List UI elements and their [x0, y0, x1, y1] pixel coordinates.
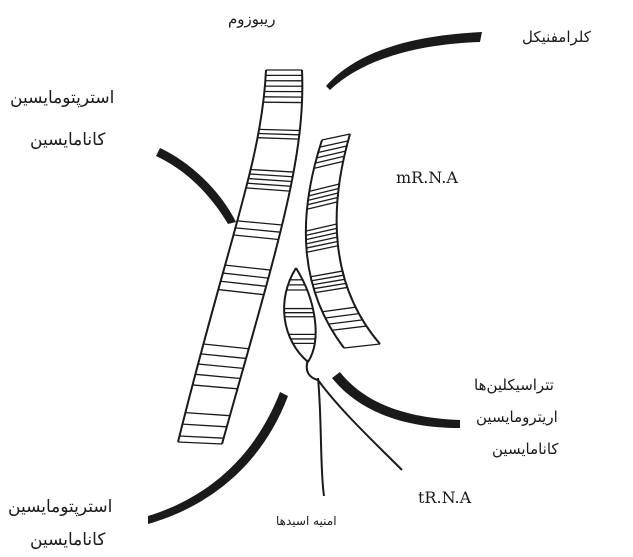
ribosome-strand-band: [198, 364, 243, 368]
ribosome-label: ریبوزوم: [228, 10, 275, 28]
mrna-strand-band: [307, 197, 337, 204]
mrna-strand-band: [332, 326, 366, 330]
ribosome-strand-band: [250, 174, 293, 177]
mrna-strand-band: [308, 193, 338, 200]
ribosome-strand-band: [258, 138, 299, 139]
mrna-strand-band: [322, 307, 355, 312]
ribosome-strand-left-edge: [178, 70, 266, 442]
erythromycin-label: اریترومایسین: [476, 408, 558, 426]
streptomycin-label-bottom: استرپتومایسین: [8, 497, 112, 517]
mrna-strand-band: [309, 188, 339, 195]
ribosome-strand-cap: [178, 442, 222, 444]
streptomycin-kanamycin-wedge-top: [156, 148, 236, 224]
streptomycin-label-top: استرپتومایسین: [10, 88, 114, 108]
ribosome-strand-band: [179, 436, 223, 438]
ribosome-strand-band: [195, 374, 240, 378]
ribosome-strand-band: [234, 235, 279, 239]
chloramphenicol-label: کلرامفنیکل: [522, 28, 591, 46]
ribosome-strand-band: [203, 344, 248, 349]
mrna-strand-band: [329, 320, 363, 324]
ribosome-strand-band: [247, 183, 290, 186]
kanamycin-label-bottom: کانامایسین: [30, 530, 105, 550]
ribosome-strand-band: [259, 129, 300, 130]
ribosome-strand-band: [251, 169, 294, 172]
tetracyclines-label: تتراسیکلین‌ها: [474, 376, 554, 394]
ribosome-strand-band: [225, 265, 270, 270]
ribosome-strand-band: [246, 188, 290, 191]
kanamycin-label-right: کانامایسین: [492, 440, 559, 458]
trna-stem-left: [318, 378, 324, 496]
ribosome-strand-band: [235, 228, 280, 232]
mrna-strand-cap: [344, 344, 380, 348]
ribosome-strand-band: [258, 134, 299, 135]
ribosome-strand-band: [237, 221, 282, 225]
ribosome-strand-band: [248, 179, 291, 182]
ribosome-strand-band: [193, 385, 238, 389]
mrna-strand-band: [309, 184, 339, 191]
mrna-strand-cap: [322, 134, 350, 140]
ribosome-strand-band: [185, 413, 230, 416]
ribosome-strand-band: [182, 424, 226, 427]
ribosome-strand-band: [201, 354, 246, 359]
chloramphenicol-wedge: [326, 32, 482, 90]
streptomycin-kanamycin-wedge-bottom: [148, 392, 288, 524]
mrna-strand-right-edge: [337, 134, 380, 344]
ribosome-strand-band: [223, 273, 268, 278]
ribosome-strand-band: [221, 281, 267, 286]
trna-label: tR.N.A: [418, 488, 471, 507]
trna-tail: [307, 360, 318, 380]
kanamycin-label-top: کانامایسین: [30, 130, 105, 150]
ribosome-strand-band: [218, 290, 264, 295]
amino-acids-label: امنیه اسیدها: [276, 514, 337, 528]
mrna-label: mR.N.A: [396, 168, 458, 187]
mrna-strand-band: [325, 314, 359, 318]
mrna-strand-band: [307, 202, 337, 209]
